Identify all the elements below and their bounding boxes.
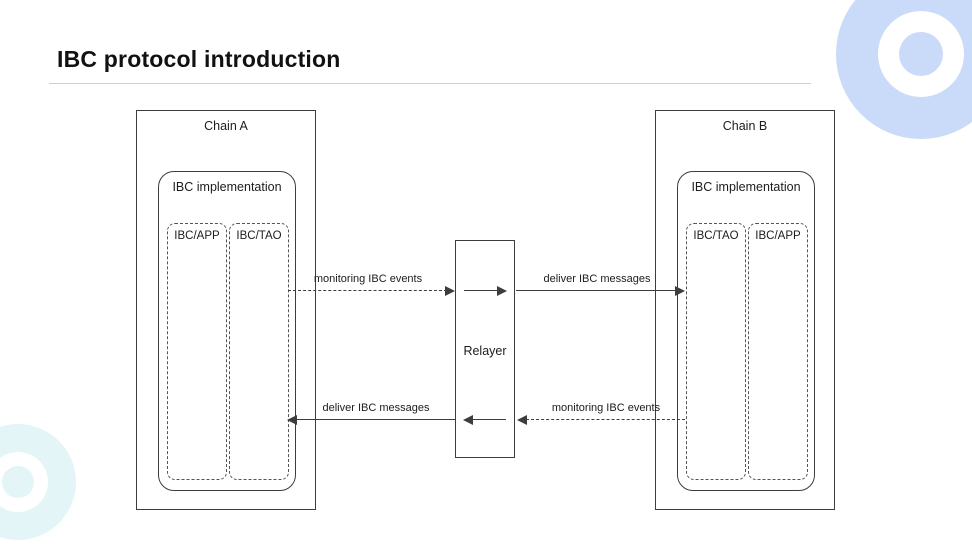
chain-a-ibc-implementation-label: IBC implementation <box>172 180 282 194</box>
flow-line-monitoring-b-to-relayer <box>526 419 685 420</box>
flow-line-monitoring-a-to-relayer <box>288 290 447 291</box>
flow-label-monitoring-a-to-relayer: monitoring IBC events <box>313 273 423 285</box>
chain-b-ibc-implementation-box: IBC implementation IBC/TAO IBC/APP <box>677 171 815 491</box>
arrowhead-right-icon <box>445 286 455 296</box>
flow-line-deliver-relayer-to-a <box>296 419 455 420</box>
chain-a-module-ibc-app-box: IBC/APP <box>167 223 227 480</box>
chain-b-module-ibc-tao-box: IBC/TAO <box>686 223 746 480</box>
chain-a-module-ibc-tao-label: IBC/TAO <box>236 230 282 242</box>
title-underline-divider <box>49 83 811 84</box>
relayer-internal-arrow-right-line <box>464 290 498 291</box>
flow-line-deliver-relayer-to-b <box>516 290 676 291</box>
arrowhead-left-icon <box>463 415 473 425</box>
chain-b-module-ibc-app-label: IBC/APP <box>755 230 801 242</box>
chain-b-module-ibc-app-box: IBC/APP <box>748 223 808 480</box>
arrowhead-left-icon <box>517 415 527 425</box>
flow-label-deliver-relayer-to-a: deliver IBC messages <box>322 402 430 414</box>
chain-a-ibc-implementation-box: IBC implementation IBC/APP IBC/TAO <box>158 171 296 491</box>
page-title: IBC protocol introduction <box>57 46 341 72</box>
chain-b-ibc-implementation-label: IBC implementation <box>691 180 801 194</box>
arrowhead-right-icon <box>675 286 685 296</box>
arrowhead-right-icon <box>497 286 507 296</box>
relayer-internal-arrow-left-line <box>472 419 506 420</box>
chain-a-box: Chain A IBC implementation IBC/APP IBC/T… <box>136 110 316 510</box>
chain-a-label: Chain A <box>204 119 248 133</box>
chain-b-label: Chain B <box>722 119 768 133</box>
flow-label-monitoring-b-to-relayer: monitoring IBC events <box>551 402 661 414</box>
arrowhead-left-icon <box>287 415 297 425</box>
chain-a-module-ibc-tao-box: IBC/TAO <box>229 223 289 480</box>
relayer-label: Relayer <box>463 344 507 358</box>
decorative-donut-bottom-left-center <box>2 466 34 498</box>
relayer-box: Relayer <box>455 240 515 458</box>
chain-a-module-ibc-app-label: IBC/APP <box>174 230 220 242</box>
flow-label-deliver-relayer-to-b: deliver IBC messages <box>543 273 651 285</box>
decorative-donut-top-right-center <box>899 32 943 76</box>
chain-b-module-ibc-tao-label: IBC/TAO <box>693 230 739 242</box>
chain-b-box: Chain B IBC implementation IBC/TAO IBC/A… <box>655 110 835 510</box>
